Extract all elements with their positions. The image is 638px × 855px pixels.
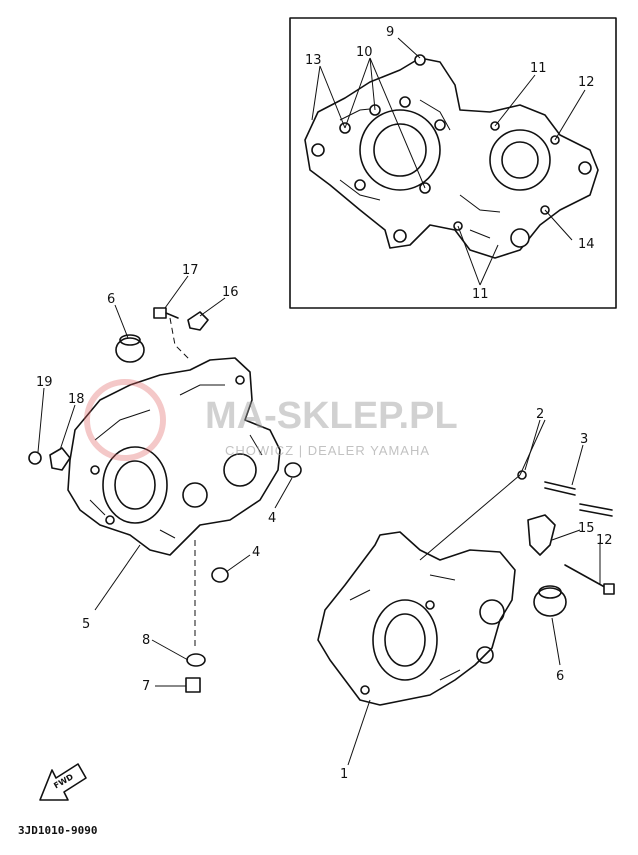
fwd-arrow-icon: FWD <box>39 763 87 801</box>
left-leaders <box>37 275 293 687</box>
inset-crankcase-drawing <box>304 54 599 259</box>
small-parts <box>28 307 615 693</box>
callout-2: 2 <box>536 407 544 422</box>
callout-18: 18 <box>68 392 85 407</box>
callout-8: 8 <box>142 633 150 648</box>
catalog-code: 3JD1010-9090 <box>18 824 97 837</box>
right-callouts: 2 3 15 12 6 1 <box>340 407 613 782</box>
callout-3: 3 <box>580 432 588 447</box>
callout-15: 15 <box>578 521 595 536</box>
assembly-lines <box>169 317 546 650</box>
callout-6-left: 6 <box>107 292 115 307</box>
inset-frame <box>289 17 617 309</box>
callout-17: 17 <box>182 263 199 278</box>
callout-6-right: 6 <box>556 669 564 684</box>
callout-1: 1 <box>340 767 348 782</box>
right-crankcase-drawing <box>317 531 516 706</box>
callout-11-bottom: 11 <box>472 287 489 302</box>
watermark-sub-text: CHOWICZ | DEALER YAMAHA <box>225 443 430 458</box>
callout-12-right: 12 <box>596 533 613 548</box>
callout-12-inset: 12 <box>578 75 595 90</box>
left-callouts: 17 16 6 19 18 4 4 5 8 7 <box>36 263 276 694</box>
callout-9: 9 <box>386 25 394 40</box>
callout-19: 19 <box>36 375 53 390</box>
inset-callouts: 9 10 13 11 12 14 11 <box>305 25 595 302</box>
callout-7: 7 <box>142 679 150 694</box>
callout-16: 16 <box>222 285 239 300</box>
watermark: MA-SKLEP.PL CHOWICZ | DEALER YAMAHA <box>84 379 458 461</box>
callout-11-top: 11 <box>530 61 547 76</box>
callout-4-upper: 4 <box>268 511 276 526</box>
callout-13: 13 <box>305 53 322 68</box>
watermark-logo-icon <box>84 379 166 461</box>
callout-4-lower: 4 <box>252 545 260 560</box>
callout-14: 14 <box>578 237 595 252</box>
left-crankcase-drawing <box>67 357 281 556</box>
right-leaders <box>347 419 601 766</box>
callout-5: 5 <box>82 617 90 632</box>
inset-leaders <box>311 37 586 286</box>
callout-10: 10 <box>356 45 373 60</box>
watermark-main-text: MA-SKLEP.PL <box>205 395 458 437</box>
